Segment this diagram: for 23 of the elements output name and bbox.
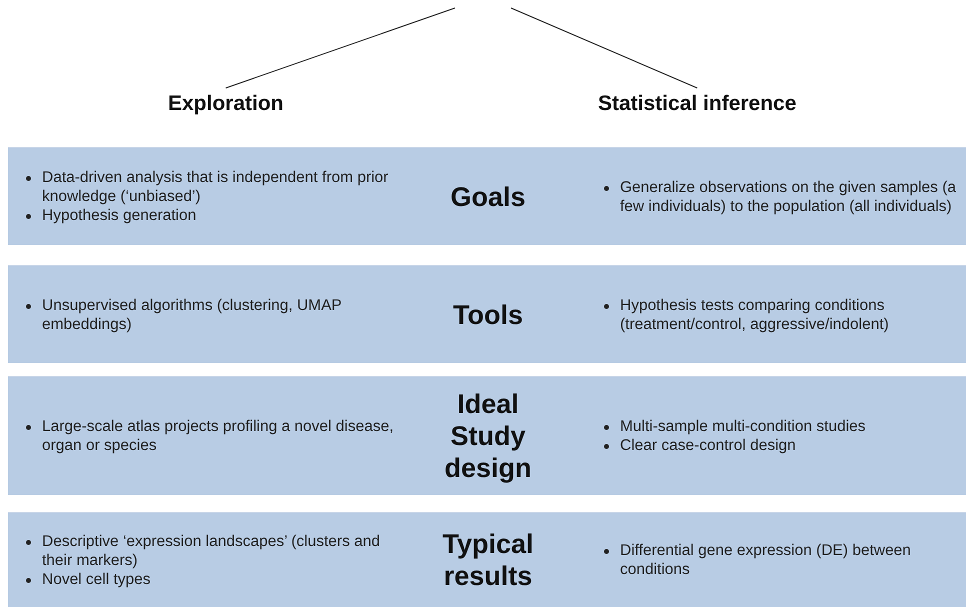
bullet-item: Descriptive ‘expression landscapes’ (clusters and their markers) [22, 532, 412, 570]
bullet-item: Multi-sample multi-condition studies [600, 417, 962, 436]
bullet-item: Differential gene expression (DE) between conditions [600, 541, 962, 579]
branch-line [510, 8, 698, 88]
row-heading: Ideal Study design [443, 388, 532, 484]
bullet-item: Unsupervised algorithms (clustering, UMAP embeddings) [22, 296, 412, 334]
bullet-item: Hypothesis tests comparing conditions (treatment/control, aggressive/indolent) [600, 296, 962, 334]
bullet-item: Novel cell types [22, 570, 412, 588]
row-band [8, 265, 966, 363]
column-heading: Statistical inference [598, 92, 796, 116]
row-band [8, 376, 966, 495]
bullet-item: Clear case-control design [600, 436, 962, 455]
row-band [8, 512, 966, 607]
bullet-item: Hypothesis generation [22, 206, 412, 225]
row-heading: Typical results [441, 528, 535, 592]
row-heading: Tools [452, 298, 524, 330]
row-band [8, 147, 966, 245]
bullet-item: Generalize observations on the given samples (a few individuals) to the population (all individuals) [600, 178, 962, 216]
column-heading: Exploration [168, 92, 284, 116]
bullet-item: Large-scale atlas projects profiling a novel disease, organ or species [22, 417, 412, 455]
branch-line [225, 8, 456, 88]
bullet-item: Data-driven analysis that is independent from prior knowledge (‘unbiased’) [22, 168, 412, 206]
row-heading: Goals [449, 180, 527, 212]
